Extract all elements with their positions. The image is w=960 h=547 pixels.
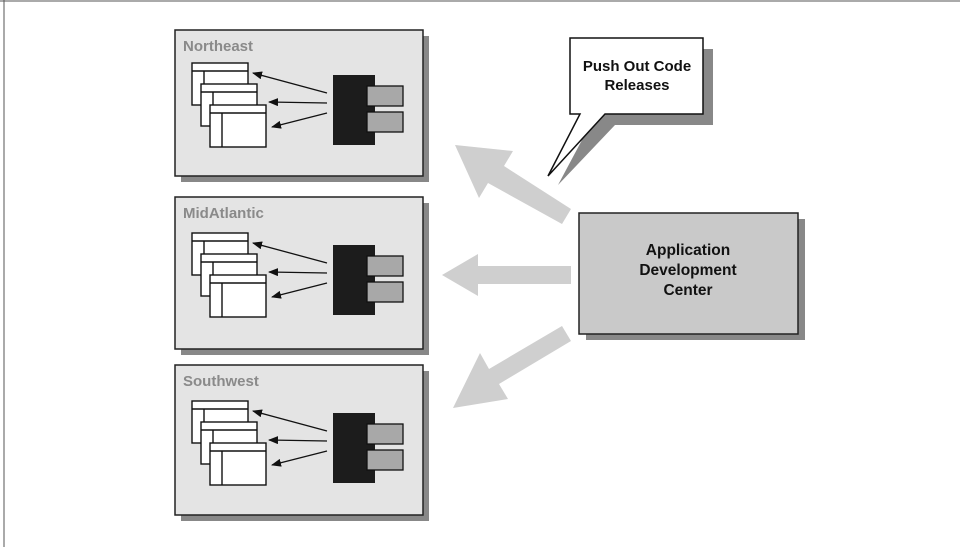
connector-arrow — [268, 268, 328, 277]
application-development-center: Application Development Center — [578, 212, 805, 340]
connector-arrow — [252, 241, 328, 264]
server-icon — [333, 413, 404, 483]
region-title: Northeast — [183, 38, 253, 55]
connector-arrow — [271, 450, 328, 467]
callout-text: Releases — [604, 77, 669, 94]
region-southwest: Southwest — [174, 364, 429, 521]
region-midatlantic: MidAtlantic — [174, 196, 429, 355]
connector-arrow — [268, 98, 328, 107]
server-icon — [333, 75, 404, 145]
window-card — [209, 104, 267, 148]
connector-arrow — [271, 282, 328, 299]
callout-bubble: Push Out Code Releases — [547, 37, 713, 185]
window-stack — [191, 62, 267, 148]
connector-arrow — [252, 71, 328, 94]
region-title: Southwest — [183, 373, 259, 390]
callout-text: Push Out Code — [583, 58, 691, 75]
flow-arrow-to-midatlantic — [442, 254, 571, 296]
connector-arrow — [268, 436, 328, 445]
window-card — [209, 274, 267, 318]
center-label: Development — [639, 262, 736, 279]
window-card — [209, 442, 267, 486]
window-stack — [191, 400, 267, 486]
region-northeast: Northeast — [174, 29, 429, 182]
connector-arrow — [271, 112, 328, 129]
center-label: Center — [663, 282, 712, 299]
window-stack — [191, 232, 267, 318]
flow-arrow-to-southwest — [453, 326, 571, 408]
flow-arrow-to-northeast — [455, 145, 571, 224]
server-icon — [333, 245, 404, 315]
connector-arrow — [252, 409, 328, 432]
center-label: Application — [646, 242, 730, 259]
region-title: MidAtlantic — [183, 205, 264, 222]
